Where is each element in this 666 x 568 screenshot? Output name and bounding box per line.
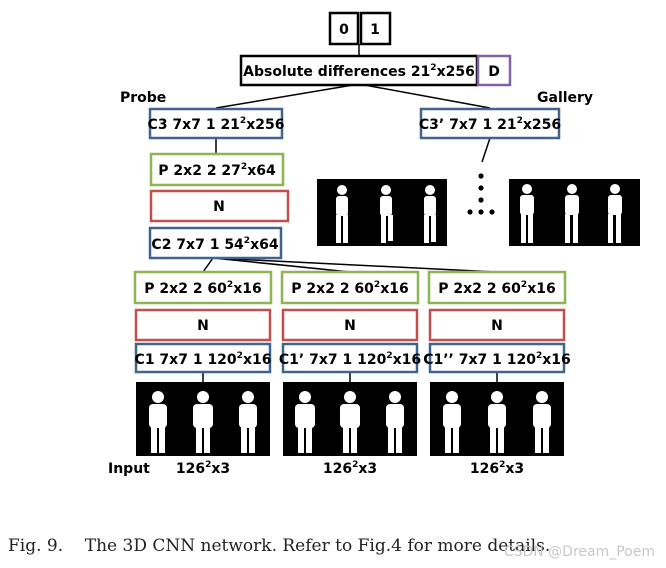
norm-text-col1: N xyxy=(197,318,209,334)
pool-text-col3: P 2x2 2 602x16 xyxy=(438,280,555,297)
absdiff-text: Absolute differences 212x256 xyxy=(243,63,475,80)
d-box xyxy=(476,54,512,87)
figure-caption: Fig. 9. The 3D CNN network. Refer to Fig… xyxy=(8,536,550,556)
column-1: P 2x2 2 602x16 N C1 7x7 1 1202x16 1262x3 xyxy=(133,270,273,477)
input-label: Input xyxy=(108,461,150,477)
norm-upper-box xyxy=(149,189,290,223)
input-image-col3 xyxy=(430,382,564,456)
c3-text: C3 7x7 1 212x256 xyxy=(148,116,285,133)
norm-text-col3: N xyxy=(491,318,503,334)
watermark: CSDN @Dream_Poem xyxy=(504,544,655,560)
output-label-1: 1 xyxy=(370,22,380,38)
input-size-col2: 1262x3 xyxy=(323,460,377,477)
ellipsis-dots xyxy=(467,173,495,215)
output-box-1 xyxy=(359,11,392,46)
pool-box-col2 xyxy=(280,270,420,305)
c3-box xyxy=(148,107,284,140)
gallery-image-1 xyxy=(317,179,447,246)
probe-label: Probe xyxy=(120,90,166,106)
line-absdiff-to-c3p xyxy=(358,83,491,109)
line-c2-to-col3 xyxy=(212,257,498,273)
pool-text-col2: P 2x2 2 602x16 xyxy=(291,280,408,297)
column-3: P 2x2 2 602x16 N C1’’ 7x7 1 1202x16 1262… xyxy=(423,270,571,477)
line-c2-to-col2 xyxy=(212,257,351,273)
pool-text-col1: P 2x2 2 602x16 xyxy=(144,280,261,297)
output-box-0 xyxy=(328,11,360,46)
input-image-col2 xyxy=(283,382,417,456)
c2-text: C2 7x7 1 542x64 xyxy=(151,236,278,253)
norm-box-col2 xyxy=(281,308,419,342)
pool-box-col1 xyxy=(133,270,273,305)
line-c3p-to-gallery xyxy=(481,137,491,163)
norm-text-col2: N xyxy=(344,318,356,334)
pool-upper-text: P 2x2 2 272x64 xyxy=(158,162,276,179)
connections xyxy=(202,44,498,382)
norm-box-col3 xyxy=(428,308,566,342)
pool-upper-box xyxy=(149,152,285,187)
line-absdiff-to-c3 xyxy=(215,83,360,109)
input-size-col1: 1262x3 xyxy=(176,460,230,477)
input-size-col3: 1262x3 xyxy=(470,460,524,477)
c3p-text: C3’ 7x7 1 212x256 xyxy=(419,116,561,133)
pool-box-col3 xyxy=(427,270,567,305)
gallery-label: Gallery xyxy=(537,90,593,106)
column-2: P 2x2 2 602x16 N C1’ 7x7 1 1202x16 1262x… xyxy=(279,270,421,477)
c2-box xyxy=(148,226,283,260)
norm-box-col1 xyxy=(134,308,272,342)
c3p-box xyxy=(419,107,561,140)
conv-text-col1: C1 7x7 1 1202x16 xyxy=(135,351,272,368)
conv-text-col3: C1’’ 7x7 1 1202x16 xyxy=(423,351,571,368)
output-label-0: 0 xyxy=(339,22,349,38)
d-text: D xyxy=(488,64,500,80)
conv-box-col3 xyxy=(428,342,566,374)
line-c2-to-col1 xyxy=(202,257,214,273)
conv-text-col2: C1’ 7x7 1 1202x16 xyxy=(279,351,421,368)
norm-upper-text: N xyxy=(213,199,225,215)
conv-box-col2 xyxy=(281,342,419,374)
gallery-image-2 xyxy=(509,179,640,246)
input-image-col1 xyxy=(136,382,270,456)
conv-box-col1 xyxy=(134,342,272,374)
